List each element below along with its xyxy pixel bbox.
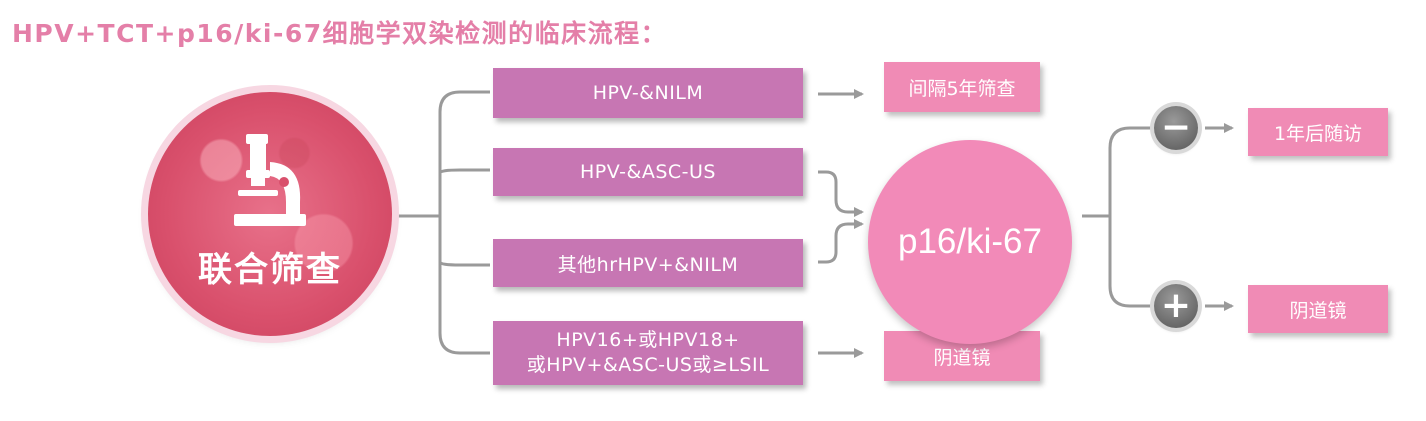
negative-sign-icon: − — [1154, 106, 1198, 150]
condition-label: HPV-&NILM — [592, 82, 704, 104]
p16-ki67-label: p16/ki-67 — [898, 222, 1042, 261]
split-bracket — [1108, 126, 1131, 308]
bracket-line — [438, 90, 461, 355]
positive-sign-icon: + — [1154, 284, 1198, 328]
condition-box-hpv-neg-ascus: HPV-&ASC-US — [493, 148, 803, 196]
result-label: 间隔5年筛查 — [908, 77, 1016, 100]
microscope-icon — [234, 134, 306, 226]
result-screen-interval: 间隔5年筛查 — [884, 62, 1040, 112]
result-colposcopy-positive: 阴道镜 — [1248, 285, 1388, 333]
condition-box-hpv-neg-nilm: HPV-&NILM — [493, 68, 803, 118]
condition-label-line-1: HPV16+或HPV18+ — [556, 329, 740, 351]
positive-sign-glyph: + — [1160, 285, 1192, 326]
bracket-branches — [460, 90, 490, 355]
bracket-tick-3 — [438, 261, 461, 267]
result-label: 1年后随访 — [1273, 122, 1363, 145]
p16-ki67-test-circle: p16/ki-67 — [868, 140, 1072, 344]
joint-screening-circle: 联合筛查 — [148, 92, 392, 336]
split-branches — [1130, 126, 1152, 308]
negative-sign-glyph: − — [1160, 107, 1192, 148]
condition-box-other-hrhpv-pos-nilm: 其他hrHPV+&NILM — [493, 239, 803, 287]
arrow-cond3 — [818, 219, 864, 264]
condition-label: 其他hrHPV+&NILM — [557, 253, 739, 276]
result-label: 阴道镜 — [1289, 299, 1347, 322]
condition-label-line-2: 或HPV+&ASC-US或≥LSIL — [526, 354, 770, 376]
arrow-cond2 — [818, 170, 864, 217]
condition-box-hpv16-18-or-lsil: HPV16+或HPV18+ 或HPV+&ASC-US或≥LSIL — [493, 321, 803, 385]
result-followup: 1年后随访 — [1248, 108, 1388, 156]
result-label: 阴道镜 — [933, 346, 991, 369]
joint-screening-label: 联合筛查 — [198, 250, 342, 290]
bracket-tick-2 — [438, 168, 461, 174]
page-title: HPV+TCT+p16/ki-67细胞学双染检测的临床流程： — [12, 19, 668, 48]
condition-label: HPV-&ASC-US — [580, 161, 716, 183]
